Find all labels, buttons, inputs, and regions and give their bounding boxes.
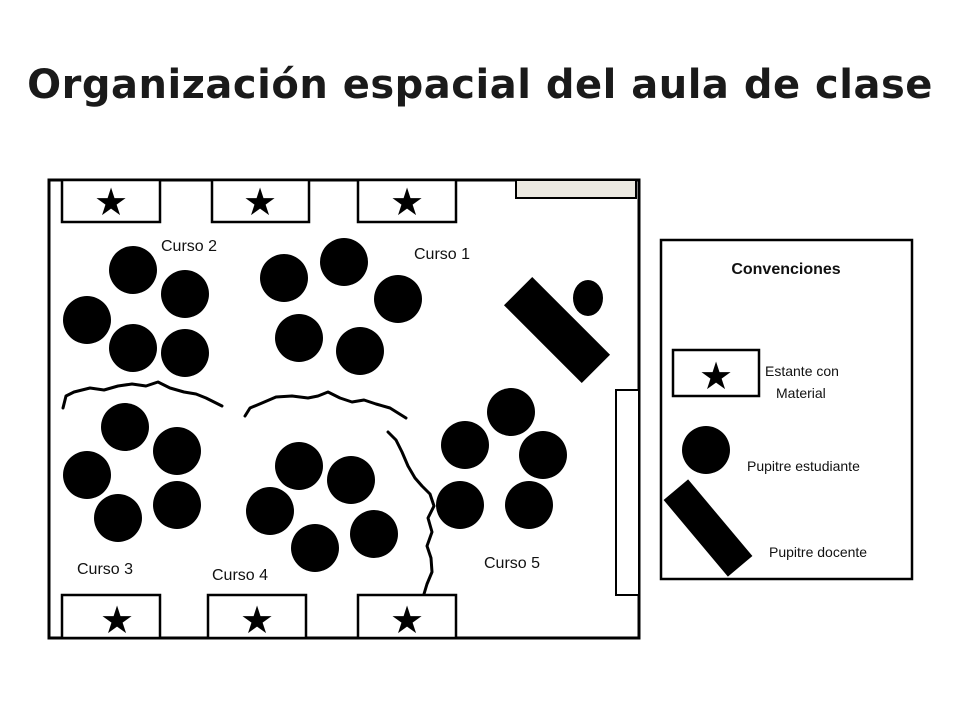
student-desk <box>63 296 111 344</box>
divider-line-middle <box>243 390 408 420</box>
student-group-1 <box>260 238 422 375</box>
legend: Convenciones ★ Estante con Material Pupi… <box>659 238 914 581</box>
student-group-3 <box>63 403 201 542</box>
student-desk <box>161 329 209 377</box>
student-desk <box>519 431 567 479</box>
star-icon: ★ <box>699 354 733 398</box>
shelf-bottom-1: ★ <box>60 593 162 642</box>
student-desk <box>487 388 535 436</box>
star-icon: ★ <box>243 180 277 224</box>
student-group-4 <box>246 442 398 572</box>
student-desk <box>336 327 384 375</box>
student-desk <box>350 510 398 558</box>
door <box>515 179 637 199</box>
star-icon: ★ <box>390 180 424 224</box>
student-desk <box>153 427 201 475</box>
legend-teacher-desk-icon <box>663 479 753 577</box>
shelf-bottom-3: ★ <box>356 593 458 642</box>
star-icon: ★ <box>240 598 274 642</box>
shelf-top-1: ★ <box>60 178 162 224</box>
student-group-2 <box>63 246 209 377</box>
student-desk <box>94 494 142 542</box>
student-desk <box>275 314 323 362</box>
group-label-3: Curso 3 <box>77 561 133 578</box>
divider-line-right <box>386 430 436 596</box>
group-label-2: Curso 2 <box>161 238 217 255</box>
student-desk <box>275 442 323 490</box>
student-desk <box>441 421 489 469</box>
teacher-chair <box>573 280 603 316</box>
student-desk <box>153 481 201 529</box>
shelf-top-2: ★ <box>210 178 311 224</box>
student-desk <box>260 254 308 302</box>
student-desk <box>63 451 111 499</box>
legend-shelf-swatch <box>671 348 761 398</box>
legend-teacher-desk-label: Pupitre docente <box>769 544 867 560</box>
student-desk <box>109 246 157 294</box>
divider-line-left <box>61 380 224 410</box>
star-icon: ★ <box>94 180 128 224</box>
student-desk <box>327 456 375 504</box>
legend-shelf-label-line2: Material <box>776 385 826 401</box>
student-desk <box>101 403 149 451</box>
student-desk <box>109 324 157 372</box>
legend-title: Convenciones <box>731 261 840 278</box>
student-desk <box>436 481 484 529</box>
shelf-top-3: ★ <box>356 178 458 224</box>
star-icon: ★ <box>100 598 134 642</box>
student-desk <box>246 487 294 535</box>
student-desk <box>374 275 422 323</box>
group-label-1: Curso 1 <box>414 246 470 263</box>
teacher-desk-area <box>503 276 611 384</box>
student-desk <box>320 238 368 286</box>
slide-title: Organización espacial del aula de clase <box>27 62 933 108</box>
student-desk <box>161 270 209 318</box>
side-cabinet <box>615 389 640 596</box>
shelf-bottom-2: ★ <box>206 593 308 642</box>
legend-student-desk-icon <box>682 426 730 474</box>
student-desk <box>505 481 553 529</box>
star-icon: ★ <box>390 598 424 642</box>
teacher-desk <box>503 276 611 384</box>
legend-shelf-label-line1: Estante con <box>765 363 839 379</box>
legend-student-desk-label: Pupitre estudiante <box>747 458 860 474</box>
group-label-4: Curso 4 <box>212 567 268 584</box>
student-desk <box>291 524 339 572</box>
student-group-5 <box>436 388 567 529</box>
group-label-5: Curso 5 <box>484 555 540 572</box>
